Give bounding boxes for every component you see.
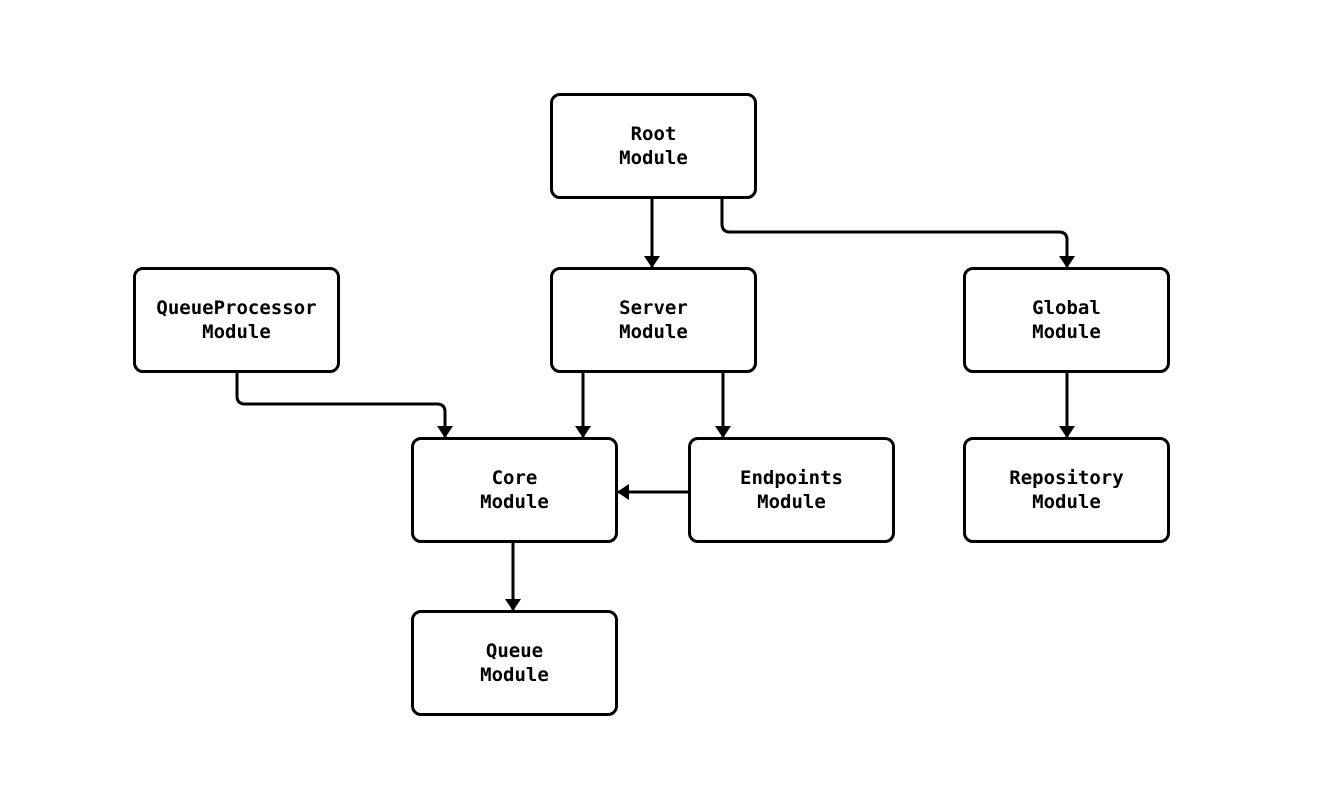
edge-root-module-to-global-module: [720, 199, 1075, 268]
node-label-line: Global: [1032, 297, 1101, 319]
edge-queueprocessor-module-to-core-module: [235, 373, 453, 438]
node-label-line: Core: [491, 467, 538, 489]
node-label-line: QueueProcessor: [156, 297, 317, 319]
node-label-line: Module: [757, 491, 826, 513]
node-label-line: Server: [619, 297, 688, 319]
node-label-line: Root: [630, 123, 677, 145]
node-label-line: Module: [1032, 321, 1101, 343]
node-label-line: Queue: [485, 640, 544, 662]
node-label-line: Endpoints: [740, 467, 843, 489]
node-label-line: Module: [480, 491, 549, 513]
node-label-line: Module: [619, 321, 688, 343]
node-label-line: Module: [480, 664, 549, 686]
node-label-line: Repository: [1009, 467, 1124, 489]
node-label-line: Module: [202, 321, 271, 343]
node-label-line: Module: [619, 147, 688, 169]
node-label-line: Module: [1032, 491, 1101, 513]
